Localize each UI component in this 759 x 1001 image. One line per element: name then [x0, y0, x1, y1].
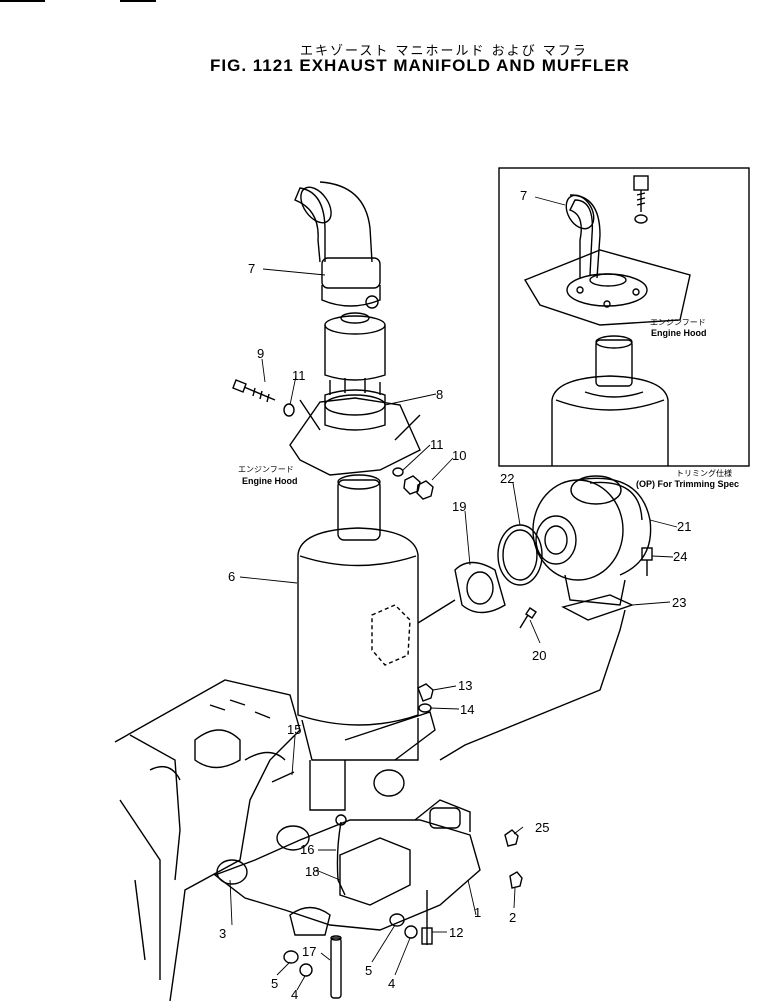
callout-12: 12	[449, 925, 463, 940]
stack-elbow	[294, 187, 326, 263]
inset-frame	[498, 167, 750, 467]
muffler-outlet	[337, 479, 381, 541]
flange-ring	[324, 389, 386, 431]
callout-18: 18	[305, 864, 319, 879]
callout-10: 10	[452, 448, 466, 463]
callout-15: 15	[287, 722, 301, 737]
nut-2	[509, 871, 523, 889]
washer-14	[418, 703, 432, 713]
engine-hood-label-jp-inset: エンジンフード	[650, 318, 706, 327]
inset-stack-elbow	[569, 199, 594, 278]
engine-hood-label-en-inset: Engine Hood	[651, 328, 707, 338]
manifold	[213, 819, 481, 931]
callout-17: 17	[302, 944, 316, 959]
figure-title: FIG. 1121 EXHAUST MANIFOLD AND MUFFLER	[210, 56, 630, 75]
engine-hood-label-en-main: Engine Hood	[242, 476, 298, 486]
nut-25	[504, 829, 519, 847]
callout-24: 24	[673, 549, 687, 564]
stack-collar	[321, 257, 381, 289]
callout-9: 9	[257, 346, 264, 361]
callout-22: 22	[500, 471, 514, 486]
stud-17	[330, 937, 342, 999]
figure-title-japanese: エキゾースト マニホールド および マフラ	[300, 44, 588, 59]
nut-5-left	[283, 950, 299, 964]
callout-8: 8	[436, 387, 443, 402]
callout-2: 2	[509, 910, 516, 925]
callout-7-main: 7	[248, 261, 255, 276]
trimming-label-en: (OP) For Trimming Spec	[636, 479, 739, 489]
turbo-housing	[532, 479, 624, 581]
callout-5-right: 5	[365, 963, 372, 978]
callout-16: 16	[300, 842, 314, 857]
gasket-22	[497, 524, 543, 586]
inset-engine-hood	[523, 249, 691, 326]
nut-4-left	[299, 963, 313, 977]
pipe-16	[336, 821, 346, 896]
callout-4-left: 4	[291, 987, 298, 1001]
flange-19	[454, 561, 506, 614]
top-rule-left	[0, 0, 45, 2]
callout-21: 21	[677, 519, 691, 534]
bolt-9	[232, 379, 247, 393]
engine-hood-label-jp-main: エンジンフード	[238, 465, 294, 474]
muffler-body	[297, 527, 419, 726]
callout-3: 3	[219, 926, 226, 941]
nut-5-right	[389, 913, 405, 927]
callout-20: 20	[532, 648, 546, 663]
callout-25: 25	[535, 820, 549, 835]
callout-4-right: 4	[388, 976, 395, 991]
top-rule-right	[120, 0, 156, 2]
inner-sleeve	[324, 325, 386, 381]
callout-1: 1	[474, 905, 481, 920]
engine-hood-plate	[289, 397, 421, 476]
callout-19: 19	[452, 499, 466, 514]
callout-6: 6	[228, 569, 235, 584]
engine-block	[114, 679, 301, 1001]
callout-11-lower: 11	[430, 437, 444, 452]
washer-11-lower	[392, 467, 404, 477]
nut-10	[403, 475, 421, 495]
inset-muffler	[551, 375, 669, 466]
callout-5-left: 5	[271, 976, 278, 991]
callout-23: 23	[672, 595, 686, 610]
callout-7-inset: 7	[520, 188, 527, 203]
callout-13: 13	[458, 678, 472, 693]
trimming-label-jp: トリミング仕様	[676, 468, 732, 478]
washer-11-upper	[283, 403, 295, 417]
nut-4-right	[404, 925, 418, 939]
callout-14: 14	[460, 702, 474, 717]
nut-13	[417, 683, 434, 702]
callout-11-upper: 11	[292, 368, 306, 383]
